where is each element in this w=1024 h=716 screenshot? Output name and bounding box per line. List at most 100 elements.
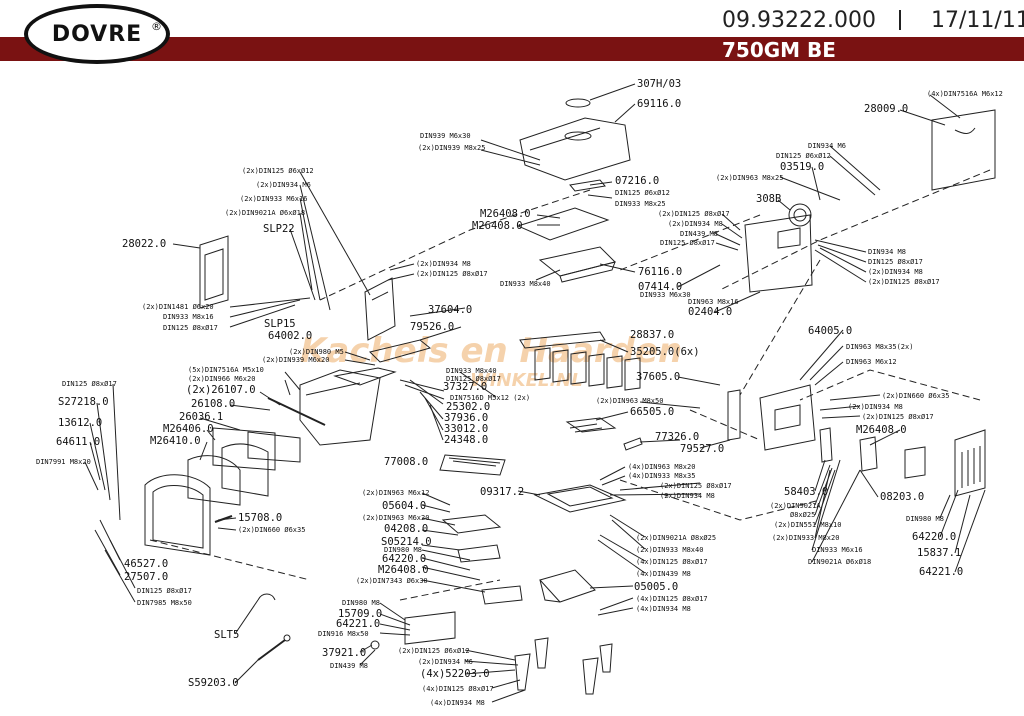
part-label: (2x)DIN125 Ø8xØ17 — [660, 482, 732, 490]
small-plate — [569, 179, 606, 192]
axis-line — [319, 189, 591, 301]
part-label: DIN7516D M5x12 (2x) — [450, 394, 530, 402]
part-label: M26408.0 — [480, 208, 531, 220]
part-label: (2x)DIN660 Ø6x35 — [238, 526, 305, 534]
back-panel — [931, 109, 996, 191]
tool-knob — [283, 634, 291, 642]
small-door — [904, 446, 926, 479]
slt5-hook — [257, 593, 276, 601]
part-label: DIN125 Ø6xØ12 — [615, 189, 670, 197]
part-label: 79526.0 — [410, 321, 454, 333]
part-label: 76116.0 — [638, 266, 682, 278]
part-label: 09317.2 — [480, 486, 524, 498]
ash-pan — [539, 569, 596, 603]
knob — [370, 640, 380, 650]
glass-panel — [212, 427, 276, 471]
rear-plate — [744, 214, 813, 293]
logo-wordmark: DOVRE — [51, 21, 143, 47]
axis-line — [149, 539, 311, 581]
top-plate — [519, 98, 631, 181]
part-label: (2x)DIN934 M8 — [660, 492, 715, 500]
part-label: DIN916 M8x50 — [318, 630, 369, 638]
side-brick-right — [727, 389, 741, 441]
part-label: (2x)DIN9021A — [770, 502, 821, 510]
part-label: (2x)DIN125 Ø6xØ12 — [398, 647, 470, 655]
side-panel-left — [199, 235, 229, 309]
part-label: 37605.0 — [636, 371, 680, 383]
part-label: 307H/03 — [637, 78, 681, 90]
part-label: (2x)DIN934 M6 — [418, 658, 473, 666]
part-label: DIN933 M8x40 — [446, 367, 497, 375]
air-slide — [859, 436, 878, 472]
part-label: 33012.0 — [444, 423, 488, 435]
front-frame-top — [299, 339, 432, 446]
leader-lines — [84, 83, 986, 703]
part-label: 64220.0 — [912, 531, 956, 543]
part-label: (2x)DIN934 M8 — [416, 260, 471, 268]
part-label: 37936.0 — [444, 412, 488, 424]
part-label: (2x)DIN934 M8 — [848, 403, 903, 411]
part-label: (2x)DIN933 M8x20 — [772, 534, 839, 542]
part-label: 15837.1 — [917, 547, 961, 559]
part-label: (2x)DIN125 Ø6xØ12 — [242, 167, 314, 175]
part-label: 46527.0 — [124, 558, 168, 570]
ash-grate — [565, 417, 617, 433]
part-label: (2x)DIN9021A Ø6xØ18 — [225, 209, 305, 217]
part-label: (2x)DIN934 M8 — [668, 220, 723, 228]
axis-line — [689, 409, 761, 441]
part-label: (2x)DIN551 M8x10 — [774, 521, 841, 529]
part-label: DIN980 M8 — [384, 546, 422, 554]
part-label: (2x)DIN125 Ø8xØ17 — [862, 413, 934, 421]
axis-line — [799, 369, 981, 401]
part-label: (2x)DIN660 Ø6x35 — [882, 392, 949, 400]
part-label: DIN439 M8 — [330, 662, 368, 670]
part-label: (4x)DIN439 M8 — [636, 570, 691, 578]
part-label: (2x)DIN963 M8x50 — [596, 397, 663, 405]
part-label: (2x)DIN933 M6x16 — [240, 195, 307, 203]
part-label: 66505.0 — [630, 406, 674, 418]
part-label: DIN125 Ø8xØ17 — [660, 239, 715, 247]
ash-lip-ribs — [448, 457, 501, 467]
bracket — [819, 427, 833, 463]
header: DOVRE ® 09.93222.000 17/11/11 750GM BE — [0, 0, 1024, 70]
part-label: SLP15 — [264, 318, 296, 330]
part-label: 64221.0 — [336, 618, 380, 630]
part-label: 308B — [756, 193, 781, 205]
part-label: (4x)DIN125 Ø8xØ17 — [636, 558, 708, 566]
part-label: DIN125 Ø8xØ17 — [137, 587, 192, 595]
title-band — [0, 37, 1024, 61]
front-plinth — [404, 611, 456, 645]
ash-lip — [439, 454, 506, 476]
part-label: 24348.0 — [444, 434, 488, 446]
part-label: 58403.0 — [784, 486, 828, 498]
watermark-line1: Kachels en Haarden — [300, 331, 682, 371]
part-label: M26408.0 — [472, 220, 523, 232]
part-label: (2x)DIN934 M8 — [868, 268, 923, 276]
part-label: M26408.0 — [378, 564, 429, 576]
part-label: (4x)DIN934 M8 — [636, 605, 691, 613]
part-label: 05005.0 — [634, 581, 678, 593]
part-label: DIN934 M8 — [868, 248, 906, 256]
part-label: 79527.0 — [680, 443, 724, 455]
part-label: 37604.0 — [428, 304, 472, 316]
side-grille — [954, 429, 986, 497]
part-label: (2x)DIN125 Ø8xØ17 — [658, 210, 730, 218]
part-label: (2x)26107.0 — [186, 384, 256, 396]
part-label: (2x)DIN125 Ø8xØ17 — [416, 270, 488, 278]
part-label: 08203.0 — [880, 491, 924, 503]
poker-tool — [257, 639, 286, 661]
part-label: SLT5 — [214, 629, 239, 641]
part-label: 07216.0 — [615, 175, 659, 187]
part-label: DIN963 M6x12 — [846, 358, 897, 366]
part-label: (2x)DIN966 M6x20 — [188, 375, 255, 383]
part-label: (2x)DIN7343 Ø6x30 — [356, 577, 428, 585]
part-label: (2x)DIN939 M6x20 — [262, 356, 329, 364]
part-label: 15708.0 — [238, 512, 282, 524]
part-label: 05604.0 — [382, 500, 426, 512]
part-label: DIN7985 M8x50 — [137, 599, 192, 607]
part-label: 04208.0 — [384, 523, 428, 535]
part-label: DIN963 M8x35(2x) — [846, 343, 913, 351]
small-bar — [623, 437, 643, 451]
model-name: 750GM BE — [722, 38, 836, 62]
part-label: DIN980 M8 — [906, 515, 944, 523]
